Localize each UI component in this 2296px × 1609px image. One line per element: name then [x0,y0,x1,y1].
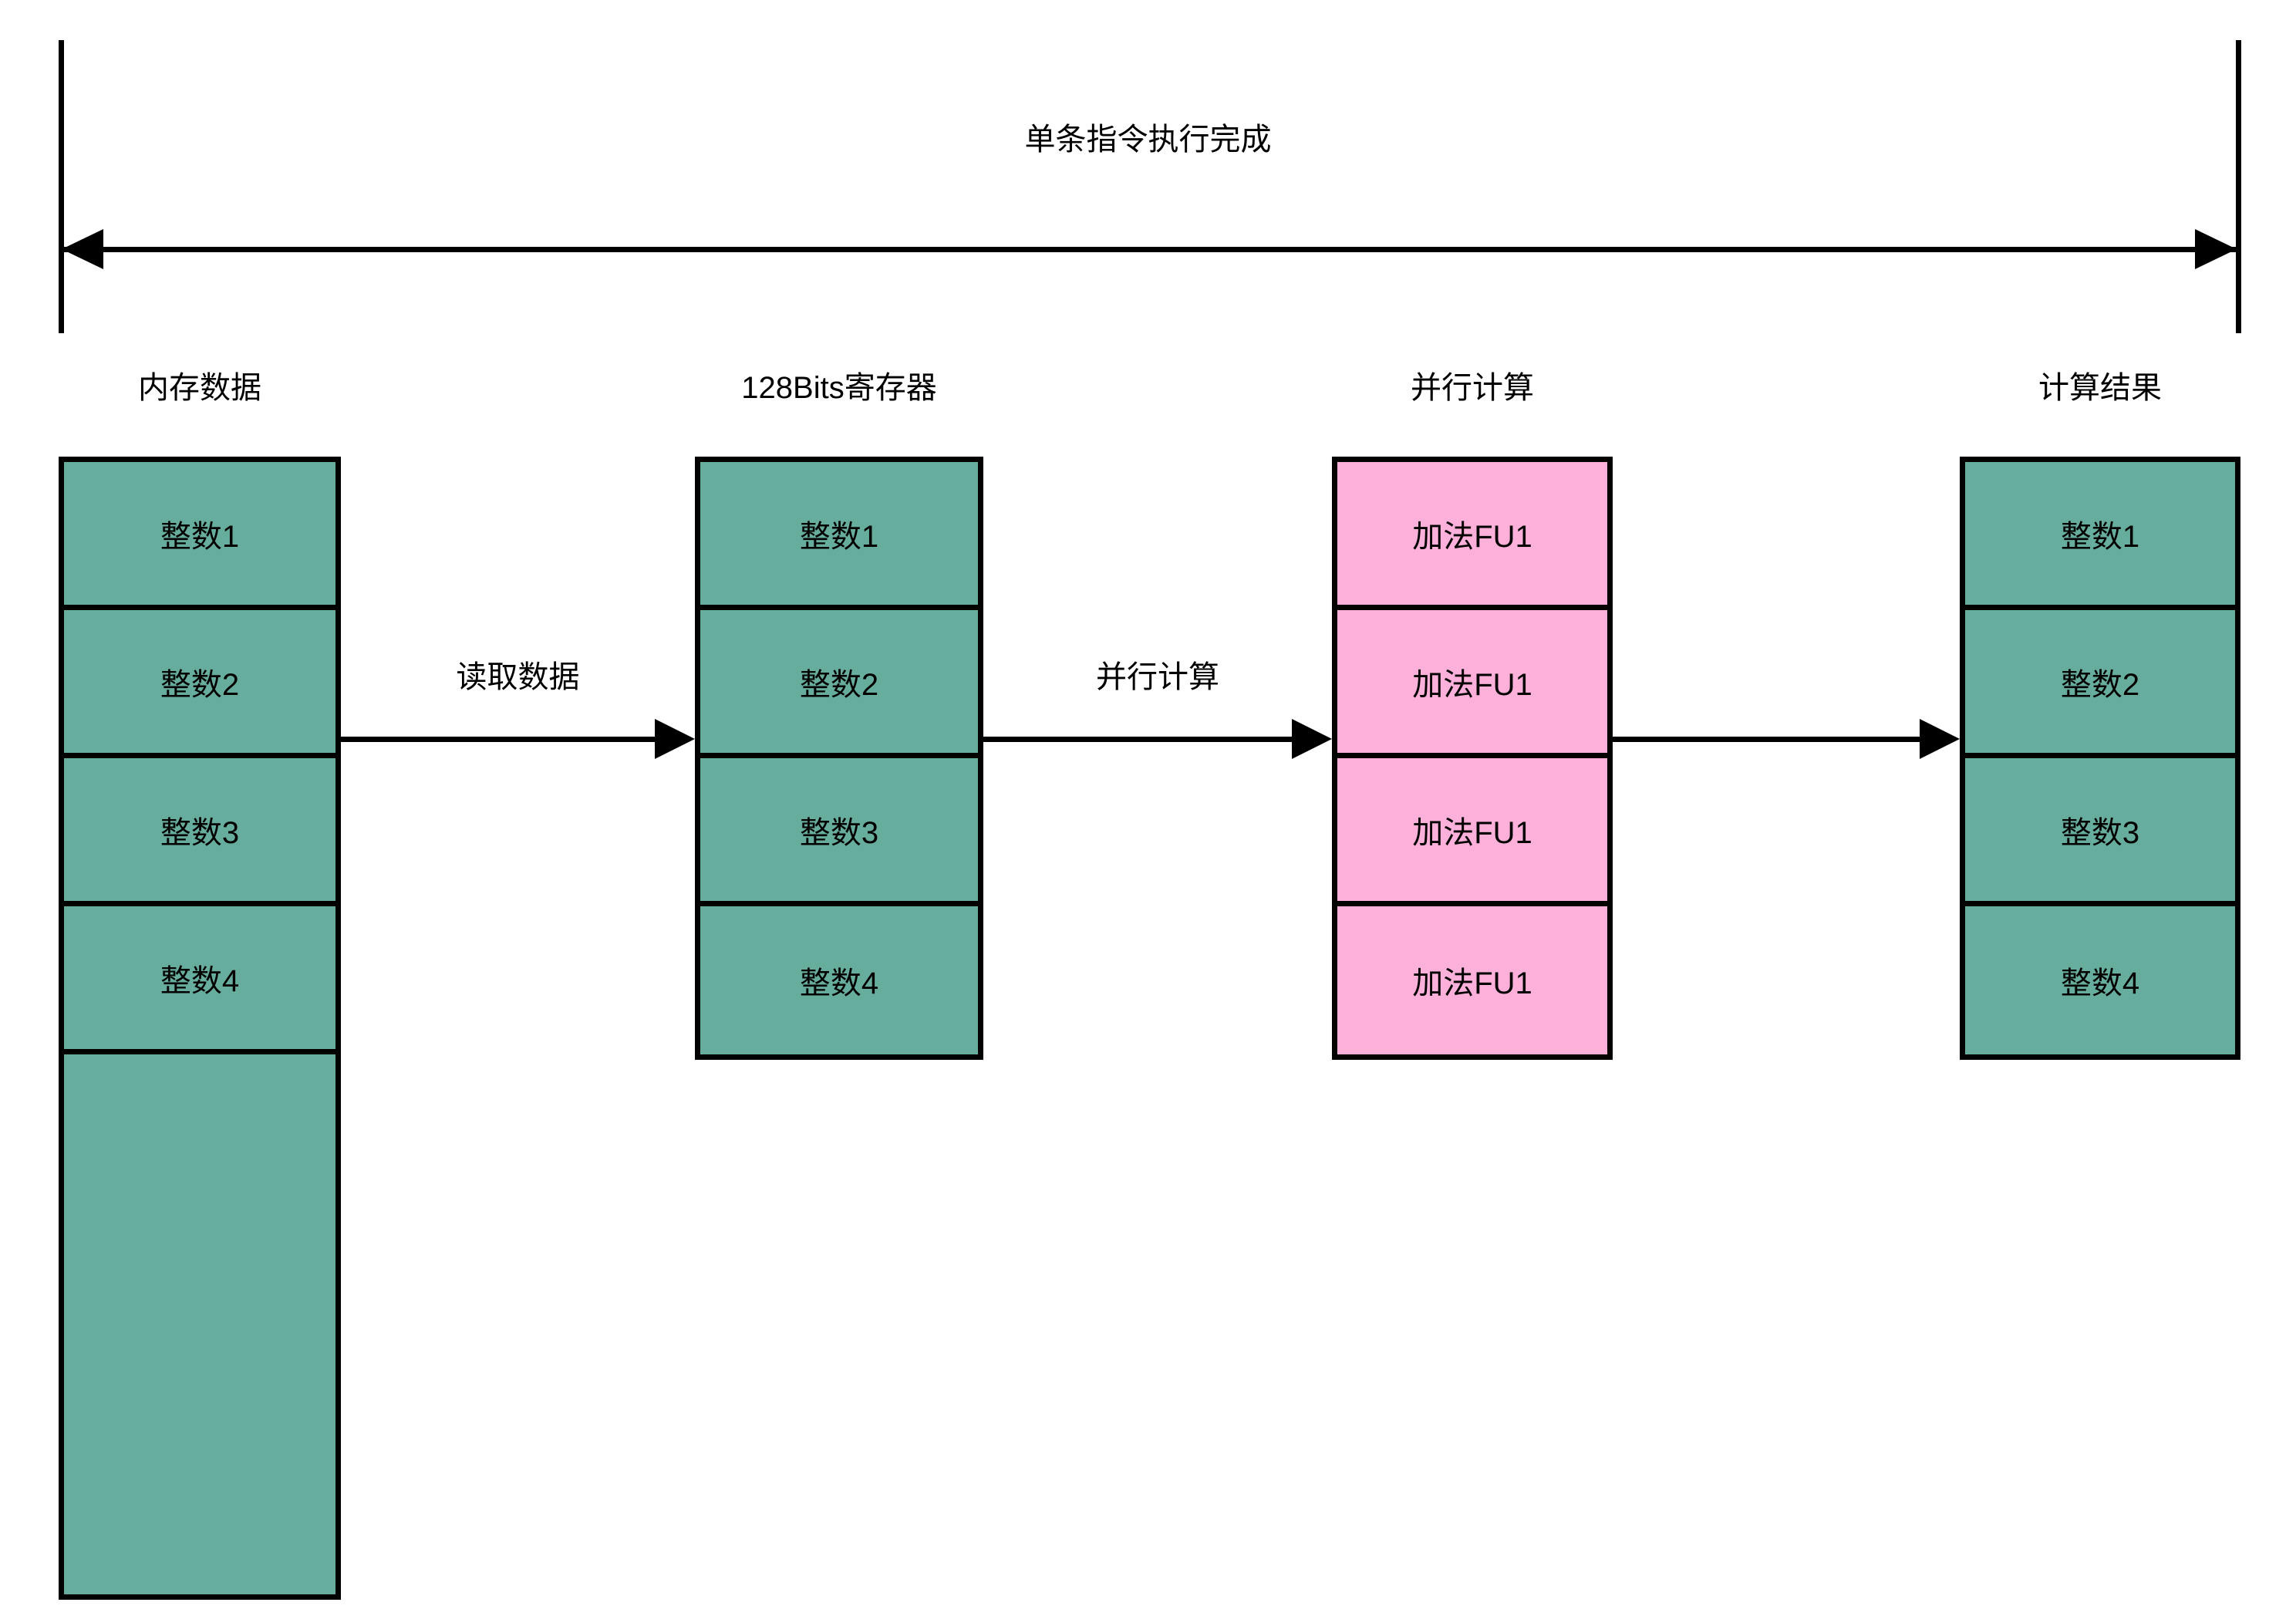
cell-parallel-compute-4[interactable]: 加法FU1 [1412,966,1532,1000]
flow-parallel-compute-arrowhead-icon [1292,719,1332,759]
flow-parallel-compute-label: 并行计算 [1096,660,1219,694]
cell-compute-result-4[interactable]: 整数4 [2060,966,2140,1000]
column-header-parallel-compute: 并行计算 [1411,371,1534,405]
cell-register-128bits-3[interactable]: 整数3 [700,758,978,906]
timeline-right-arrowhead-icon [2195,229,2237,269]
cell-compute-result-1[interactable]: 整数1 [1965,462,2235,610]
timeline-title: 单条指令执行完成 [1024,123,1272,157]
cell-parallel-compute-1[interactable]: 加法FU1 [1337,462,1607,610]
cell-memory-data-2[interactable]: 整数2 [64,610,335,758]
flow-result-line [1613,737,1924,742]
cell-parallel-compute-3[interactable]: 加法FU1 [1337,758,1607,906]
cell-memory-data-4[interactable]: 整数4 [64,906,335,1054]
timeline-left-arrowhead-icon [62,229,103,269]
flow-parallel-compute-line [983,737,1296,742]
timeline-line [62,247,2237,252]
column-header-register-128bits: 128Bits寄存器 [741,371,937,405]
cell-memory-data-1[interactable]: 整数1 [64,462,335,610]
cell-parallel-compute-2[interactable]: 加法FU1 [1337,610,1607,758]
cell-memory-data-5[interactable] [64,1054,335,1594]
cell-register-128bits-1[interactable]: 整数1 [700,462,978,610]
column-header-compute-result: 计算结果 [2038,371,2162,405]
flow-read-data-label: 读取数据 [456,660,580,694]
flow-result-arrowhead-icon [1920,719,1960,759]
timeline-start-tick [59,40,64,333]
cell-memory-data-3[interactable]: 整数3 [64,758,335,906]
cell-compute-result-3[interactable]: 整数3 [1965,758,2235,906]
column-header-memory-data: 内存数据 [138,371,261,405]
timeline-end-tick [2236,40,2241,333]
flow-read-data-arrowhead-icon [655,719,695,759]
flow-read-data-line [341,737,659,742]
cell-register-128bits-2[interactable]: 整数2 [700,610,978,758]
cell-register-128bits-4[interactable]: 整数4 [799,966,879,1000]
cell-compute-result-2[interactable]: 整数2 [1965,610,2235,758]
